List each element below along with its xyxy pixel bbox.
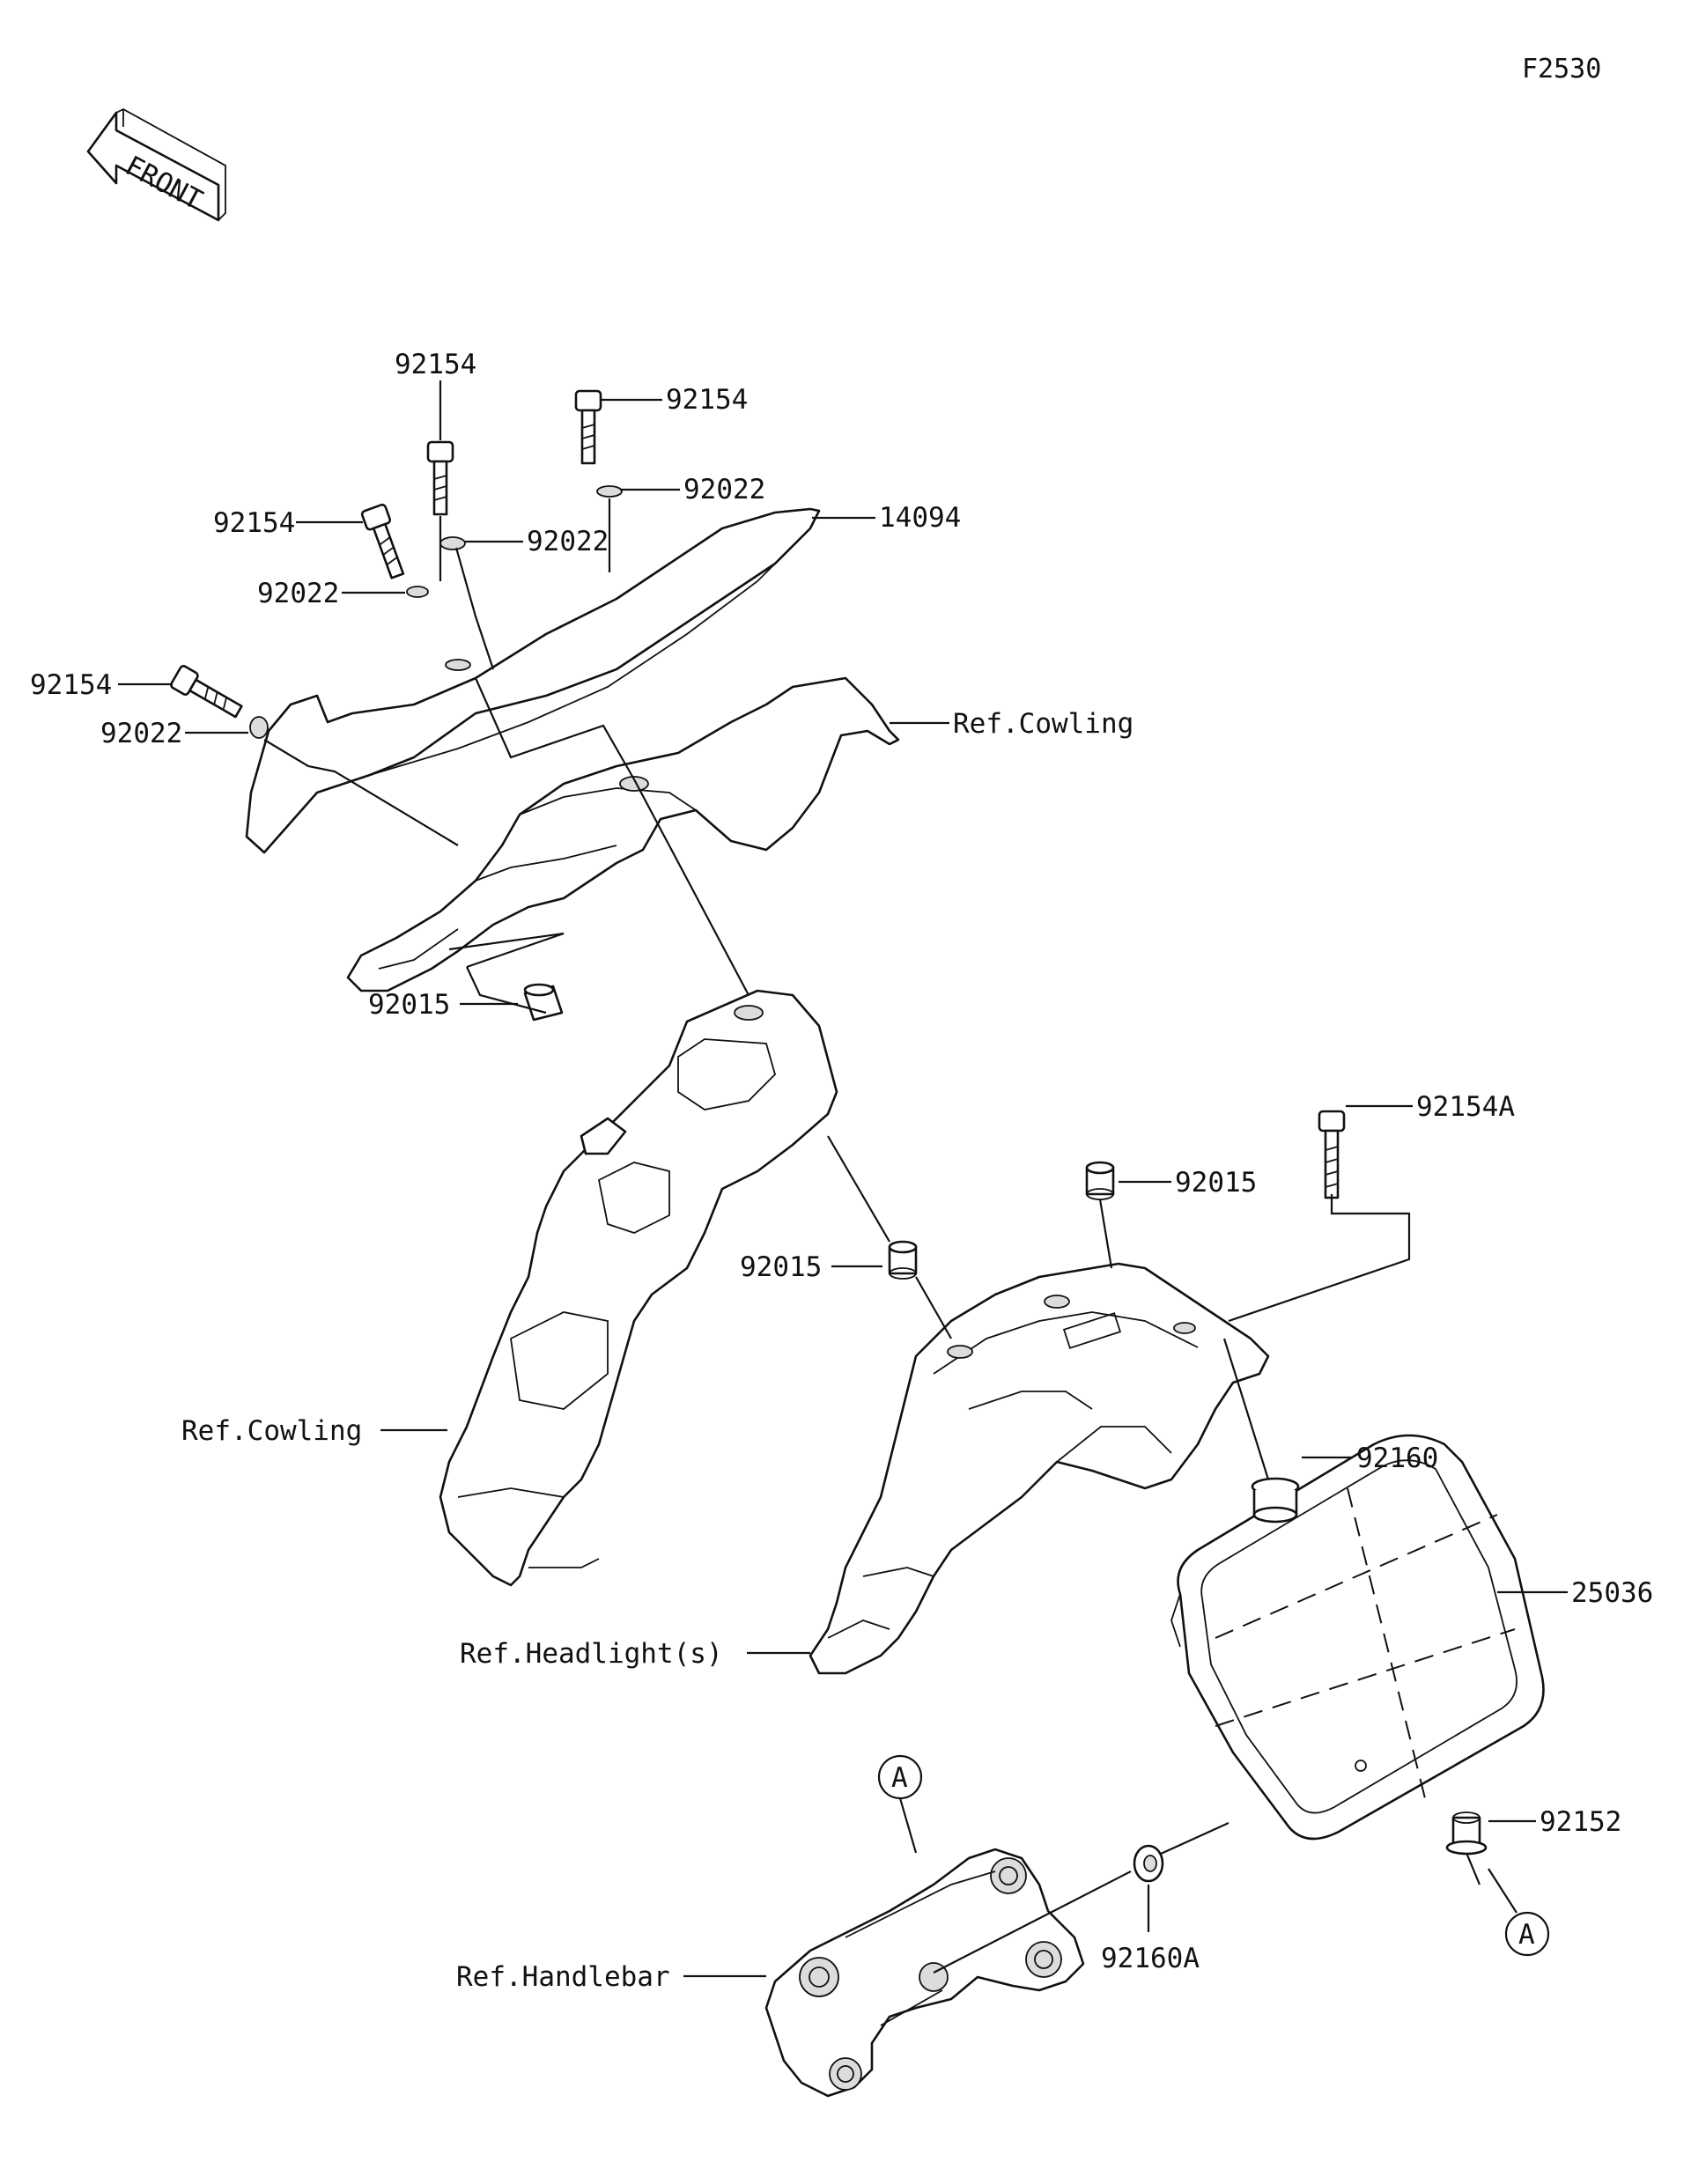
ref-handlebar-label: Ref.Handlebar xyxy=(456,1961,670,1993)
handlebar-clamp-part xyxy=(764,1848,1085,2098)
bolt-callout: 92154 xyxy=(666,384,748,416)
bolt-icon xyxy=(360,503,405,579)
ref-cowling-upper-label: Ref.Cowling xyxy=(953,708,1133,740)
washer-callout: 92022 xyxy=(257,578,339,609)
bolt-callout: 92154 xyxy=(213,507,295,539)
bolt-icon xyxy=(426,440,454,516)
washer-callout: 92022 xyxy=(683,474,765,505)
upper-cowling-bracket-part xyxy=(346,676,900,992)
ref-cowling-lower-label: Ref.Cowling xyxy=(181,1415,362,1447)
bolt-icon xyxy=(574,389,602,465)
reference-marker-label: A xyxy=(891,1762,908,1794)
washer-icon xyxy=(249,485,623,739)
reference-marker-label: A xyxy=(1518,1919,1535,1951)
collar-icon xyxy=(523,983,564,1022)
bolt-callout: 92154 xyxy=(30,669,112,701)
front-arrow-icon: FRONT xyxy=(86,107,226,222)
damper-icon xyxy=(1133,1844,1164,1883)
assembly-guide-lines xyxy=(263,498,1481,1974)
meter-callout: 25036 xyxy=(1571,1577,1653,1609)
collar-icon xyxy=(1445,1811,1488,1856)
damper-callout: 92160 xyxy=(1356,1442,1438,1474)
diagram-code: F2530 xyxy=(1522,54,1601,85)
bolt-callout: 92154A xyxy=(1416,1091,1515,1123)
reference-marker: A xyxy=(877,1754,923,1800)
bolt-callout: 92154 xyxy=(395,349,476,380)
collar-callout: 92015 xyxy=(740,1251,822,1283)
washer-callout: 92022 xyxy=(100,718,182,749)
reference-marker: A xyxy=(1504,1911,1550,1957)
bolt-icon xyxy=(170,665,243,719)
lower-cowling-part xyxy=(439,989,838,1587)
meter-cover-part xyxy=(245,507,821,854)
ref-headlight-label: Ref.Headlight(s) xyxy=(460,1638,723,1670)
headlight-bracket-part xyxy=(809,1262,1270,1675)
collar-icon xyxy=(888,1240,918,1280)
washer-callout: 92022 xyxy=(527,526,609,557)
meter-unit-part xyxy=(1170,1434,1545,1841)
collar-callout: 92152 xyxy=(1540,1806,1621,1838)
collar-callout: 92015 xyxy=(1175,1167,1257,1199)
cover-callout: 14094 xyxy=(879,502,961,534)
damper-callout: 92160A xyxy=(1101,1943,1200,1974)
collar-callout: 92015 xyxy=(368,989,450,1021)
leader-lines xyxy=(118,380,1568,1978)
collar-icon xyxy=(1085,1161,1115,1200)
damper-icon xyxy=(1251,1477,1300,1524)
bolt-icon xyxy=(1318,1110,1346,1199)
